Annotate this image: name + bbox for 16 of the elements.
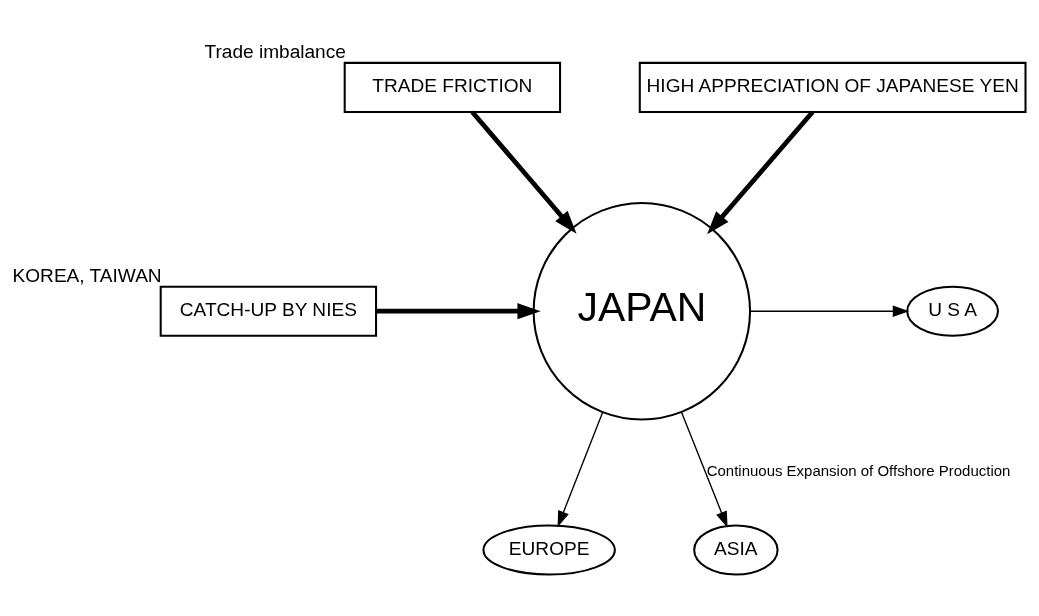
node-label: Trade imbalance bbox=[204, 40, 346, 62]
arrow bbox=[470, 110, 577, 234]
node-box: TRADE FRICTION bbox=[343, 61, 562, 113]
arrow bbox=[557, 410, 604, 527]
node-box: CATCH-UP BY NIES bbox=[159, 285, 378, 337]
arrow bbox=[376, 302, 541, 319]
arrow bbox=[707, 109, 815, 234]
node-ellipse: ASIA bbox=[693, 523, 779, 576]
edge-label: Continuous Expansion of Offshore Production bbox=[706, 461, 1011, 479]
arrow bbox=[749, 305, 910, 317]
arrow bbox=[680, 410, 728, 528]
node-circle: JAPAN bbox=[532, 201, 752, 420]
node-box: HIGH APPRECIATION OF JAPANESE YEN bbox=[638, 61, 1027, 113]
node-label: KOREA, TAIWAN bbox=[12, 264, 162, 286]
node-ellipse: U S A bbox=[906, 285, 999, 337]
node-ellipse: EUROPE bbox=[482, 523, 616, 576]
